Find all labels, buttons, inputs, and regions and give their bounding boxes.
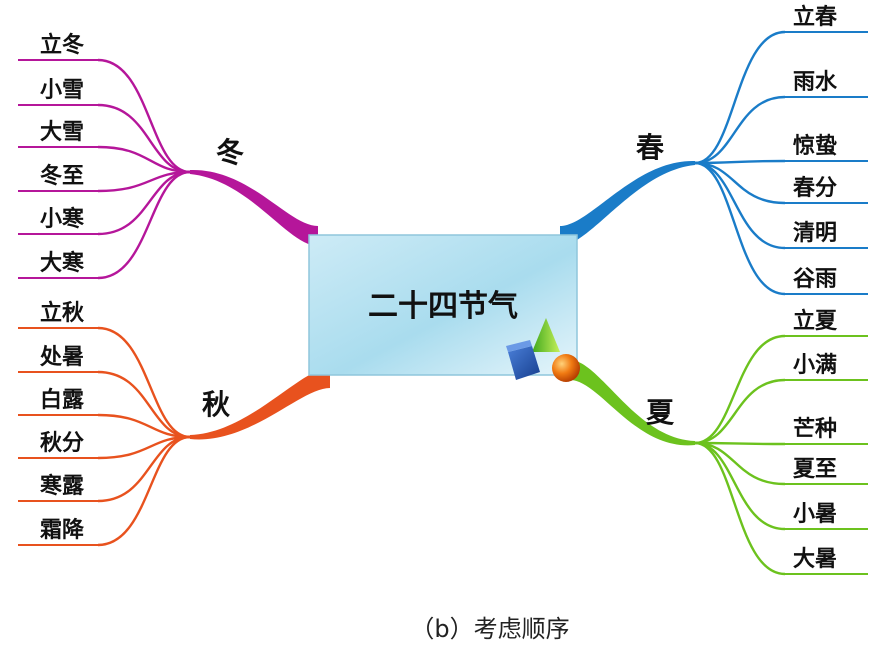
term-summer-5: 大暑	[793, 547, 837, 572]
term-spring-5: 谷雨	[793, 267, 837, 292]
term-autumn-3: 秋分	[40, 431, 84, 456]
term-spring-4: 清明	[793, 220, 837, 246]
center-node: 二十四节气	[308, 234, 580, 382]
term-autumn-5: 霜降	[39, 518, 85, 543]
term-autumn-0: 立秋	[40, 300, 85, 326]
term-spring-0: 立春	[793, 4, 837, 30]
branch-summer-0	[694, 334, 786, 445]
branch-spring-3	[694, 161, 786, 205]
branch-spring-4	[694, 161, 786, 250]
branch-summer-1	[694, 378, 786, 445]
trunk-winter	[190, 169, 318, 246]
term-summer-3: 夏至	[793, 457, 837, 482]
trunk-summer	[570, 360, 695, 446]
term-summer-4: 小暑	[793, 502, 837, 527]
branch-winter-4	[97, 170, 191, 236]
term-winter-4: 小寒	[40, 206, 84, 232]
branch-autumn-3	[97, 435, 191, 460]
term-winter-3: 冬至	[40, 163, 84, 189]
term-spring-3: 春分	[793, 176, 837, 201]
term-summer-1: 小满	[793, 353, 837, 378]
branch-winter-0	[97, 58, 191, 174]
branch-winter-2	[97, 145, 191, 174]
branch-winter-1	[97, 103, 191, 174]
branch-autumn-4	[97, 435, 191, 503]
season-winter: 冬	[216, 136, 244, 169]
season-summer: 夏	[646, 396, 675, 429]
trunk-autumn	[190, 368, 330, 440]
branch-summer-3	[694, 441, 786, 486]
trunk-spring	[560, 160, 695, 246]
branch-spring-0	[694, 30, 786, 165]
branch-winter-5	[97, 170, 191, 280]
branch-autumn-5	[97, 435, 191, 547]
shapes-icon	[506, 318, 580, 382]
term-autumn-1: 处暑	[39, 344, 84, 370]
branch-layer	[18, 30, 868, 576]
caption: （b）考虑顺序	[410, 615, 569, 643]
term-summer-2: 芒种	[793, 416, 837, 442]
branch-autumn-2	[97, 413, 191, 439]
branch-spring-5	[694, 161, 786, 296]
branch-autumn-1	[97, 370, 191, 439]
branch-autumn-0	[97, 326, 191, 439]
season-spring: 春	[636, 131, 664, 164]
branch-summer-5	[694, 441, 786, 576]
season-autumn: 秋	[202, 388, 231, 421]
term-winter-0: 立冬	[40, 32, 84, 58]
term-winter-2: 大雪	[40, 120, 84, 145]
branch-winter-3	[97, 170, 191, 193]
term-autumn-2: 白露	[40, 387, 85, 413]
term-winter-1: 小雪	[40, 78, 84, 103]
branch-spring-1	[694, 95, 786, 165]
term-autumn-4: 寒露	[40, 473, 85, 499]
term-spring-1: 雨水	[793, 70, 838, 95]
term-summer-0: 立夏	[793, 308, 838, 334]
term-winter-5: 大寒	[40, 250, 84, 276]
term-spring-2: 惊蛰	[793, 133, 837, 159]
center-title: 二十四节气	[368, 289, 518, 324]
